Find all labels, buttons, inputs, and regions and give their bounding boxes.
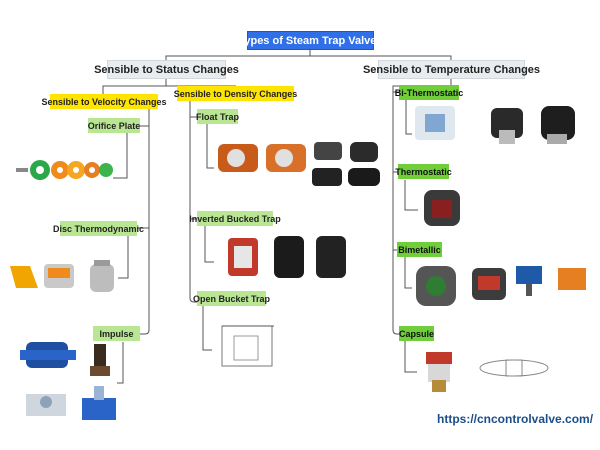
website-url[interactable]: https://cncontrolvalve.com/ (437, 412, 594, 426)
bimetallic-node[interactable]: Bimetallic (397, 242, 442, 257)
thermostatic-image (424, 190, 460, 226)
capsule-node[interactable]: Capsule (399, 326, 434, 341)
orifice-plate-image (16, 160, 113, 180)
capsule-image (426, 352, 549, 392)
impulse-node[interactable]: Impulse (93, 326, 140, 341)
open-bucket-trap-node[interactable]: Open Bucket Trap (193, 291, 270, 306)
impulse-image (20, 342, 116, 420)
float-trap-node[interactable]: Float Trap (196, 109, 239, 124)
orifice-plate-node[interactable]: Orifice Plate (88, 118, 140, 133)
open-bucket-trap-image (221, 325, 274, 367)
temperature-changes-node[interactable]: Sensible to Temperature Changes (363, 60, 540, 79)
bi-thermostatic-image (415, 106, 575, 144)
bi-thermostatic-node[interactable]: Bi-Thermostatic (395, 85, 463, 100)
root-node[interactable]: Types of Steam Trap Valves (238, 31, 383, 50)
bimetallic-image (416, 266, 586, 306)
disc-thermodynamic-node[interactable]: Disc Thermodynamic (53, 221, 144, 236)
status-changes-node[interactable]: Sensible to Status Changes (94, 60, 239, 79)
inverted-bucked-trap-image (228, 236, 346, 278)
thermostatic-node[interactable]: Thermostatic (395, 164, 452, 179)
density-changes-node[interactable]: Sensible to Density Changes (174, 86, 297, 101)
inverted-bucked-trap-node[interactable]: Inverted Bucked Trap (189, 211, 281, 226)
float-trap-image (218, 142, 380, 186)
velocity-changes-node[interactable]: Sensible to Velocity Changes (41, 94, 167, 109)
disc-thermodynamic-image (10, 260, 114, 292)
